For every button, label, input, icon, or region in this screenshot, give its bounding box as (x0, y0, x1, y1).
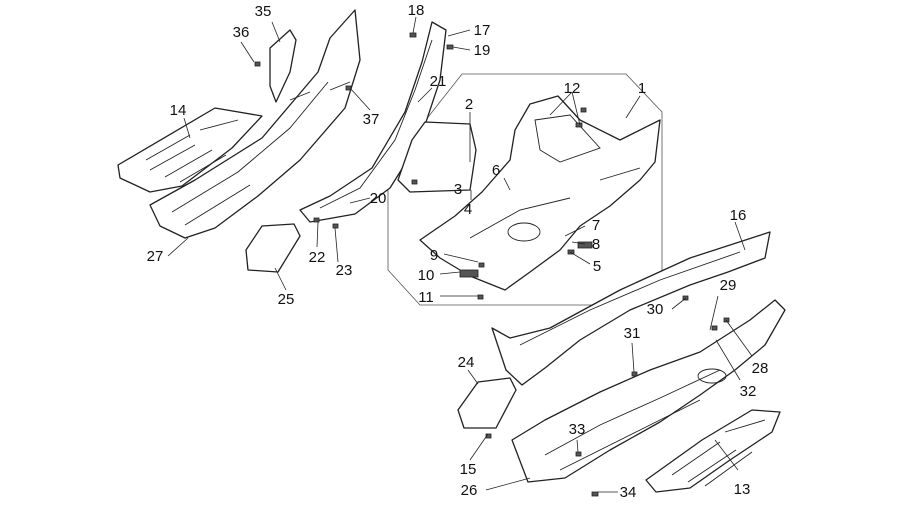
callout-32: 32 (740, 383, 757, 400)
callout-4: 4 (464, 201, 472, 218)
callout-37: 37 (363, 111, 380, 128)
callout-31: 31 (624, 325, 641, 342)
callout-14: 14 (170, 102, 187, 119)
left-side-panel (149, 9, 361, 239)
callout-16: 16 (730, 207, 747, 224)
callout-3: 3 (454, 181, 462, 198)
callout-18: 18 (408, 2, 425, 19)
callout-33: 33 (569, 421, 586, 438)
callout-25: 25 (278, 291, 295, 308)
callout-15: 15 (460, 461, 477, 478)
callout-19: 19 (474, 42, 491, 59)
callout-13: 13 (734, 481, 751, 498)
callout-28: 28 (752, 360, 769, 377)
right-inspection-cover (457, 377, 517, 429)
callout-7: 7 (592, 217, 600, 234)
callout-2: 2 (465, 96, 473, 113)
callout-10: 10 (418, 267, 435, 284)
hardware-bits (254, 32, 730, 497)
callout-1: 1 (638, 80, 646, 97)
callout-17: 17 (474, 22, 491, 39)
right-lower-panel (511, 299, 786, 483)
seat-pad (397, 121, 477, 193)
callout-24: 24 (458, 354, 475, 371)
callout-5: 5 (593, 258, 601, 275)
callout-36: 36 (233, 24, 250, 41)
callout-20: 20 (370, 190, 387, 207)
callout-30: 30 (647, 301, 664, 318)
callout-22: 22 (309, 249, 326, 266)
center-tunnel-strip (299, 21, 447, 223)
callout-35: 35 (255, 3, 272, 20)
callout-27: 27 (147, 248, 164, 265)
right-footrest-mat (645, 409, 781, 493)
center-frame-cover (419, 95, 661, 291)
right-upper-panel (491, 231, 771, 386)
callout-8: 8 (592, 236, 600, 253)
leader-lines (167, 16, 753, 493)
callout-21: 21 (430, 73, 447, 90)
callout-34: 34 (620, 484, 637, 501)
left-small-cover (269, 29, 297, 103)
callout-26: 26 (461, 482, 478, 499)
callout-6: 6 (492, 162, 500, 179)
callout-29: 29 (720, 277, 737, 294)
inspection-cover (245, 223, 301, 273)
callout-12: 12 (564, 80, 581, 97)
callout-labels: 1 2 3 4 5 6 7 8 9 10 11 12 13 14 15 16 1… (147, 2, 769, 501)
callout-23: 23 (336, 262, 353, 279)
callout-11: 11 (418, 289, 434, 306)
left-footrest-mat (117, 107, 263, 193)
callout-9: 9 (430, 247, 438, 264)
